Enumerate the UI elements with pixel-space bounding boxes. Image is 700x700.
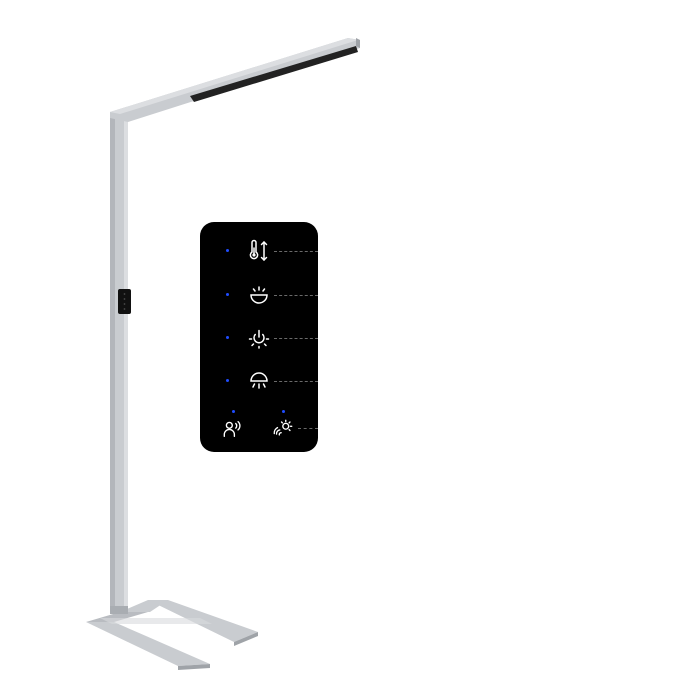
daylight-sensor-icon[interactable] bbox=[272, 418, 294, 440]
led-indicator bbox=[226, 336, 229, 339]
panel-row-power bbox=[200, 324, 318, 354]
panel-row-uplight bbox=[200, 367, 318, 397]
uplight-icon[interactable] bbox=[247, 369, 271, 393]
pole-touch-sensor bbox=[118, 289, 131, 314]
power-brightness-icon[interactable] bbox=[247, 326, 271, 350]
callout-line bbox=[274, 338, 318, 339]
panel-row-downlight bbox=[200, 281, 318, 311]
lamp-base bbox=[86, 600, 258, 670]
callout-line bbox=[274, 295, 318, 296]
led-indicator bbox=[226, 249, 229, 252]
led-indicator bbox=[282, 410, 285, 413]
color-temperature-icon[interactable] bbox=[247, 239, 271, 263]
panel-row-color-temperature bbox=[200, 237, 318, 267]
presence-sensor-icon[interactable] bbox=[222, 418, 244, 440]
panel-row-sensors bbox=[200, 408, 318, 444]
control-panel-closeup bbox=[200, 222, 318, 452]
led-indicator bbox=[226, 293, 229, 296]
downlight-icon[interactable] bbox=[247, 283, 271, 307]
callout-line bbox=[298, 428, 318, 429]
led-indicator bbox=[232, 410, 235, 413]
lamp-pole bbox=[110, 118, 128, 614]
led-indicator bbox=[226, 379, 229, 382]
callout-line bbox=[274, 381, 318, 382]
lamp-arm bbox=[110, 38, 360, 122]
callout-line bbox=[274, 251, 318, 252]
